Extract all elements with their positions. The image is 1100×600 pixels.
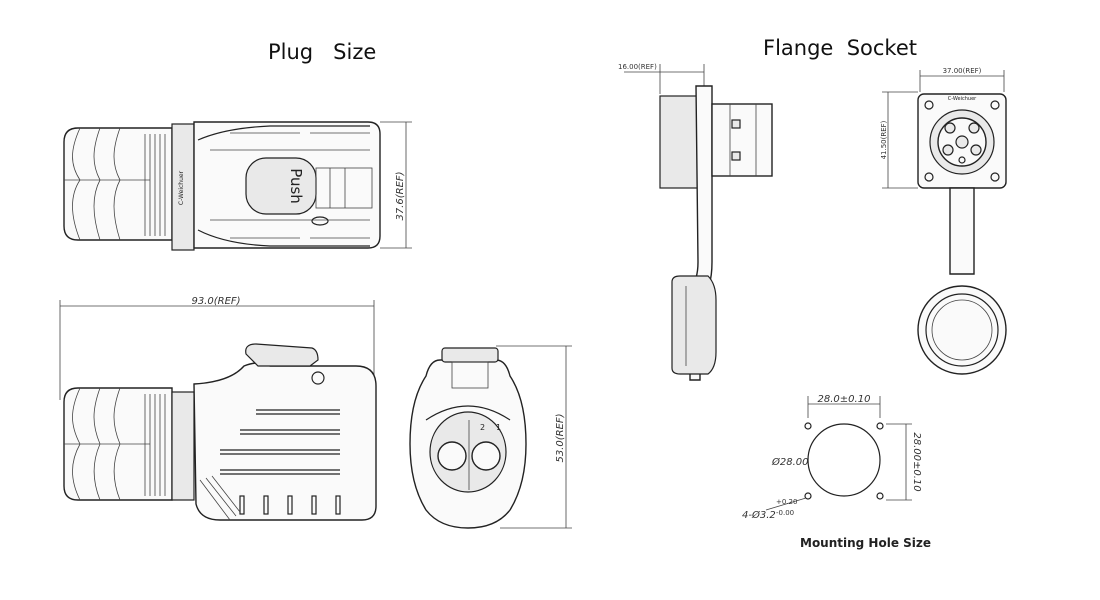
mounting-hole-tolerance-minus: -0.00 (776, 509, 794, 517)
socket-width-dimension: 37.00(REF) (943, 67, 982, 75)
socket-brand-label: C-Weichuer (948, 96, 977, 102)
push-label: Push (287, 168, 305, 204)
plug-length-dimension: 93.0(REF) (191, 296, 240, 307)
plug-height-dimension: 37.6(REF) (395, 171, 406, 220)
mounting-hole-tolerance-plus: +0.20 (776, 498, 797, 506)
socket-depth-dimension: 16.00(REF) (618, 63, 657, 71)
pin-1-label: 1 (496, 423, 501, 432)
plug-front-height-dimension: 53.0(REF) (555, 413, 566, 462)
plug-top-view: Push C-Weichuer 37.6(REF) (63, 121, 412, 251)
mounting-hole-caption: Mounting Hole Size (800, 536, 932, 550)
mounting-spacing-vertical: 28.00±0.10 (911, 432, 922, 491)
socket-front-view: 37.00(REF) 41.50(REF) C-Weichuer (880, 67, 1007, 375)
plug-front-view: 1 2 53.0(REF) (409, 345, 572, 529)
mounting-diameter: Ø28.00 (771, 456, 809, 468)
socket-side-view: 16.00(REF) (618, 63, 773, 381)
flange-socket-title: Flange Socket (763, 36, 917, 60)
mounting-spacing-horizontal: 28.0±0.10 (818, 394, 871, 405)
pin-2-label: 2 (480, 423, 485, 432)
mounting-hole-count: 4-Ø3.2 (742, 509, 776, 521)
plug-side-view: 93.0(REF) (59, 296, 377, 521)
mounting-hole-diagram: 28.0±0.10 28.00±0.10 Ø28.00 4-Ø3.2 +0.20… (742, 394, 922, 521)
plug-size-title: Plug Size (268, 40, 377, 64)
socket-height-dimension: 41.50(REF) (880, 120, 888, 159)
plug-brand-label: C-Weichuer (178, 170, 185, 205)
